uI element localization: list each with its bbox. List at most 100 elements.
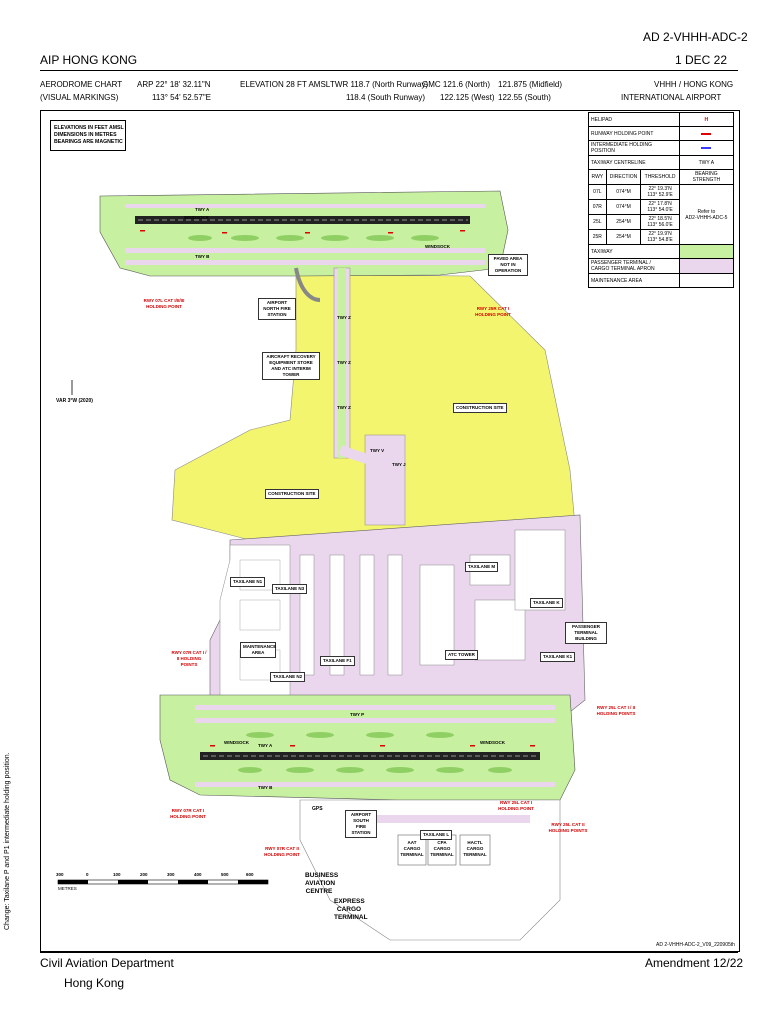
twy-z-label: TWY Z bbox=[337, 360, 351, 365]
rwy-id: 25R bbox=[588, 229, 607, 245]
scale-tick: 400 bbox=[194, 872, 202, 877]
legend-intermediate: INTERMEDIATE HOLDING POSITION bbox=[588, 140, 680, 156]
taxiway-swatch bbox=[678, 244, 735, 259]
hactl-cargo-label: HACTL CARGO TERMINAL bbox=[463, 840, 487, 857]
note-dimensions: DIMENSIONS IN METRES bbox=[54, 132, 117, 138]
rwy-id: 07R bbox=[588, 199, 607, 215]
rwy-07r-cat2-label: RWY 07R CAT II HOLDING POINT bbox=[264, 846, 300, 857]
scale-tick: 300 bbox=[56, 872, 64, 877]
note-bearings: BEARINGS ARE MAGNETIC bbox=[54, 139, 123, 145]
rwy-id: 07L bbox=[588, 184, 607, 200]
twy-j-label: TWY J bbox=[392, 462, 406, 467]
rwy-25l-cat2-label: RWY 25L CAT II HOLDING POINTS bbox=[548, 822, 588, 833]
south-fire-station-label: AIRPORT SOUTH FIRE STATION bbox=[345, 810, 377, 838]
scale-tick: 100 bbox=[113, 872, 121, 877]
taxilane-l-label: TAXILANE L bbox=[420, 830, 453, 840]
twr-south: 118.4 (South Runway) bbox=[346, 93, 426, 102]
arp-lat: ARP 22° 18' 32.11"N bbox=[137, 80, 211, 89]
rwy-id: 25L bbox=[588, 214, 607, 230]
variation-label: VAR 3°W (2020) bbox=[56, 398, 93, 404]
taxilane-f1-label: TAXILANE F1 bbox=[320, 656, 355, 666]
twy-z-label: TWY Z bbox=[337, 405, 351, 410]
maintenance-area-label: MAINTENANCE AREA bbox=[240, 642, 276, 658]
aat-cargo-label: AAT CARGO TERMINAL bbox=[400, 840, 424, 857]
scale-tick: 600 bbox=[246, 872, 254, 877]
atc-tower-label: ATC TOWER bbox=[445, 650, 478, 660]
scale-tick: 0 bbox=[86, 872, 89, 877]
twy-z-label: TWY Z bbox=[337, 315, 351, 320]
rwy-07r-holding-label: RWY 07R CAT I / II HOLDING POINTS bbox=[171, 650, 207, 667]
twy-a-sample: TWY A bbox=[678, 155, 735, 170]
twy-p-label: TWY P bbox=[350, 712, 365, 717]
department-name: Civil Aviation Department bbox=[40, 956, 174, 970]
arp-lon: 113° 54' 52.57"E bbox=[152, 93, 212, 102]
legend-passenger-terminal: PASSENGER TERMINAL /CARGO TERMINAL APRON bbox=[588, 258, 680, 274]
department-location: Hong Kong bbox=[64, 976, 125, 990]
scale-tick: 500 bbox=[221, 872, 229, 877]
rwy-direction: 074°M bbox=[605, 199, 642, 215]
elevation: ELEVATION 28 FT AMSL bbox=[240, 80, 331, 89]
publication-date: 1 DEC 22 bbox=[675, 53, 728, 67]
rwy-direction: 254°M bbox=[605, 229, 642, 245]
twy-b-south-label: TWY B bbox=[258, 785, 273, 790]
legend-maintenance: MAINTENANCE AREA bbox=[588, 273, 680, 288]
windsock-label: WINDSOCK bbox=[184, 215, 209, 220]
north-fire-station-label: AIRPORT NORTH FIRE STATION bbox=[258, 298, 296, 320]
passenger-terminal-label: PASSENGER TERMINAL BUILDING bbox=[565, 622, 607, 644]
legend-helipad: HELIPAD bbox=[588, 112, 680, 127]
amendment-number: Amendment 12/22 bbox=[645, 956, 744, 970]
windsock-label: WINDSOCK bbox=[480, 740, 505, 745]
gps-label: GPS bbox=[312, 806, 323, 812]
footer-rule bbox=[40, 952, 738, 953]
windsock-label: WINDSOCK bbox=[425, 244, 450, 249]
rwy-direction: 074°M bbox=[605, 184, 642, 200]
twy-a-south-label: TWY A bbox=[258, 743, 273, 748]
change-note: Change: Taxilane P and P1 intermediate h… bbox=[4, 752, 11, 930]
taxilane-n2-label: TAXILANE N2 bbox=[270, 672, 306, 682]
scale-tick: 300 bbox=[167, 872, 175, 877]
intermediate-symbol bbox=[701, 147, 712, 149]
rwy-25r-holding-label: RWY 25R CAT I HOLDING POINT bbox=[475, 306, 511, 317]
col-bearing: BEARING STRENGTH bbox=[678, 169, 735, 185]
legend-taxiway-centreline: TAXIWAY CENTRELINE bbox=[588, 155, 680, 170]
apron-swatch bbox=[678, 258, 735, 274]
col-direction: DIRECTION bbox=[605, 169, 642, 185]
rwy-direction: 254°M bbox=[605, 214, 642, 230]
taxilane-k1-label: TAXILANE K1 bbox=[540, 652, 576, 662]
taxilane-n3-label: TAXILANE N3 bbox=[272, 584, 308, 594]
maintenance-swatch bbox=[678, 273, 735, 288]
gmc-midfield: 121.875 (Midfield) bbox=[498, 80, 563, 89]
col-threshold: THRESHOLD bbox=[640, 169, 680, 185]
rwy-25l-holding-label: RWY 25L CAT I / II HOLDING POINTS bbox=[596, 705, 636, 716]
file-reference: AD 2-VHHH-ADC-2_V09_220905th bbox=[656, 942, 735, 948]
taxilane-n1-label: TAXILANE N1 bbox=[230, 577, 266, 587]
windsock-label: WINDSOCK bbox=[224, 740, 249, 745]
rwy-07l-holding-label: RWY 07L CAT I/II/III HOLDING POINT bbox=[143, 298, 185, 309]
airport-name: VHHH / HONG KONG bbox=[654, 80, 734, 89]
paved-area-label: PAVED AREA NOT IN OPERATION bbox=[488, 254, 528, 276]
scale-tick: 200 bbox=[140, 872, 148, 877]
south-runway bbox=[200, 752, 540, 760]
chart-notes: ELEVATIONS IN FEET AMSL DIMENSIONS IN ME… bbox=[50, 120, 126, 151]
cpa-cargo-label: CPA CARGO TERMINAL bbox=[430, 840, 454, 857]
recovery-store-label: AIRCRAFT RECOVERY EQUIPMENT STORE AND AT… bbox=[262, 352, 320, 380]
construction-site-label: CONSTRUCTION SITE bbox=[453, 403, 507, 413]
express-cargo-label: EXPRESS CARGO TERMINAL bbox=[334, 898, 368, 921]
legend-taxiway: TAXIWAY bbox=[588, 244, 680, 259]
publication-name: AIP HONG KONG bbox=[40, 53, 138, 67]
holding-point-symbol bbox=[701, 132, 712, 135]
gmc-south: 122.55 (South) bbox=[498, 93, 551, 102]
gmc-west: 122.125 (West) bbox=[440, 93, 495, 102]
north-runway-strip bbox=[99, 190, 509, 277]
helipad-symbol: H bbox=[678, 112, 735, 127]
legend-table: HELIPAD H RUNWAY HOLDING POINT INTERMEDI… bbox=[588, 112, 735, 288]
chart-subtitle: (VISUAL MARKINGS) bbox=[40, 93, 119, 102]
rwy-07r-cat1-label: RWY 07R CAT I HOLDING POINT bbox=[170, 808, 206, 819]
note-elevations: ELEVATIONS IN FEET AMSL bbox=[54, 125, 124, 131]
scale-metres-label: METRES bbox=[58, 886, 77, 891]
